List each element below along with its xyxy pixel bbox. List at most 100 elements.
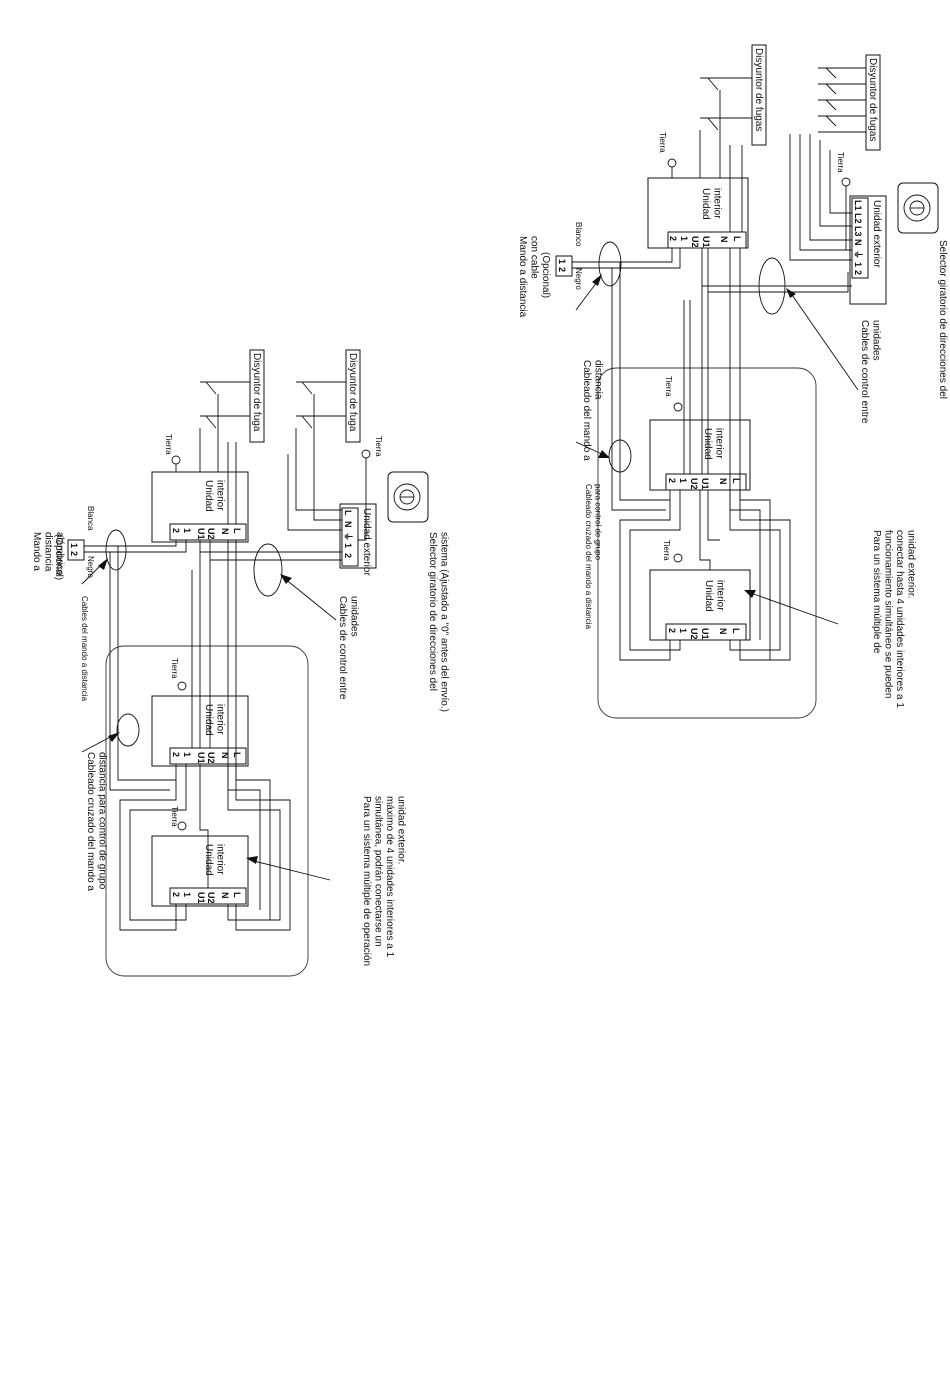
left-white-label: Blanca (86, 506, 95, 531)
svg-text:2: 2 (668, 236, 678, 241)
right-remote-name: Mando a distanciacon cable (517, 236, 540, 318)
left-remote-controller: 1 2 (67, 539, 110, 561)
right-wiring (590, 130, 852, 661)
svg-text:U2: U2 (690, 236, 700, 248)
svg-text:Tierra: Tierra (164, 434, 173, 455)
right-indoor-1-terminals: 2 1 U2 U1 N L (668, 236, 742, 248)
right-group-area (597, 367, 817, 719)
svg-text:2: 2 (557, 267, 567, 272)
svg-text:Unidadinterior: Unidadinterior (203, 480, 226, 512)
right-remote-cable-ellipse (598, 241, 622, 287)
svg-text:U2: U2 (206, 752, 216, 764)
svg-text:N: N (220, 892, 230, 899)
left-rotary-selector-icon (387, 471, 429, 523)
left-cross-cable-ellipse (116, 713, 140, 747)
svg-text:L1: L1 (853, 200, 863, 211)
svg-text:L: L (343, 510, 353, 516)
svg-text:U2: U2 (689, 478, 699, 490)
right-control-arrow (789, 291, 859, 391)
svg-text:1: 1 (678, 628, 688, 633)
svg-text:L: L (232, 528, 242, 534)
left-outdoor-unit: Unidad exterior L N ⏚ 1 2 (339, 503, 377, 576)
svg-text:U1: U1 (196, 752, 206, 764)
svg-text:N: N (853, 239, 863, 246)
svg-text:L2: L2 (853, 213, 863, 224)
left-ground-icon-3 (177, 681, 187, 691)
svg-text:U2: U2 (206, 528, 216, 540)
right-multi-note: Para un sistema múltiple defuncionamient… (871, 530, 917, 708)
left-multi-arrow (249, 859, 331, 881)
left-indoor-unit-1: Unidadinterior 2 1 U1 U2 N L (151, 471, 249, 543)
svg-text:Disyuntor de fugas: Disyuntor de fugas (753, 48, 764, 131)
svg-text:1: 1 (182, 528, 192, 533)
left-optional-label: (Opcional) (53, 534, 64, 580)
svg-text:U2: U2 (206, 892, 216, 904)
left-control-cables-label: Cables de control entreunidades (337, 596, 360, 700)
svg-text:Tierra: Tierra (836, 152, 845, 173)
svg-text:L: L (731, 478, 741, 484)
svg-text:Disyuntor de fuga: Disyuntor de fuga (347, 353, 358, 432)
svg-text:U1: U1 (196, 528, 206, 540)
svg-text:Unidad exterior: Unidad exterior (871, 200, 882, 268)
svg-text:2: 2 (667, 478, 677, 483)
svg-text:Disyuntor de fuga: Disyuntor de fuga (251, 353, 262, 432)
left-ground-icon-4 (177, 821, 187, 831)
svg-text:1: 1 (557, 259, 567, 264)
svg-text:L: L (232, 892, 242, 898)
left-control-cable-ellipse (253, 543, 283, 597)
svg-text:2: 2 (667, 628, 677, 633)
left-breaker-2: Disyuntor de fuga (296, 349, 361, 443)
left-indoor-unit-3: Unidadinterior 2 1 U1 U2 N L (151, 835, 249, 907)
svg-text:Unidad exterior: Unidad exterior (361, 508, 372, 576)
svg-text:2: 2 (171, 752, 181, 757)
right-cross-cable-ellipse (608, 439, 632, 473)
right-indoor-unit-1: Unidadinterior 2 1 U2 U1 N L (647, 177, 749, 249)
right-control-cable-ellipse (758, 257, 786, 315)
svg-text:L: L (731, 628, 741, 634)
right-cross-wiring-label: Cableado cruzado del mando a distanciapa… (584, 484, 603, 630)
svg-text:Tierra: Tierra (170, 658, 179, 679)
svg-text:1: 1 (853, 262, 863, 267)
svg-text:N: N (718, 628, 728, 635)
svg-text:Unidadinterior: Unidadinterior (203, 844, 226, 876)
right-remote-controller: 1 2 (555, 255, 590, 277)
left-group-area (105, 645, 309, 977)
svg-text:Disyuntor de fugas: Disyuntor de fugas (867, 58, 878, 141)
right-white-label: Blanco (574, 222, 583, 247)
right-breaker-1: Disyuntor de fugas (700, 44, 767, 146)
svg-text:Tierra: Tierra (658, 132, 667, 153)
right-ground-icon-2 (841, 177, 851, 187)
right-indoor-unit-2: Unidadinterior 2 1 U2 U1 N L (649, 419, 751, 491)
left-remote-cable-ellipse (105, 529, 127, 571)
svg-text:N: N (719, 236, 729, 243)
svg-text:⏚: ⏚ (343, 532, 353, 541)
right-ground-icon-1 (667, 158, 677, 168)
svg-text:1: 1 (678, 478, 688, 483)
svg-text:Unidadinterior: Unidadinterior (703, 580, 726, 612)
svg-text:L3: L3 (853, 226, 863, 237)
left-remote-name: Mando adistanciaalámbrico (31, 532, 65, 576)
svg-text:N: N (343, 521, 353, 528)
svg-text:1: 1 (182, 752, 192, 757)
right-optional-label: (Opcional) (540, 252, 551, 298)
svg-text:2: 2 (343, 553, 353, 558)
right-rotary-selector-icon (897, 182, 939, 234)
svg-text:1: 1 (679, 236, 689, 241)
svg-text:N: N (220, 752, 230, 759)
right-diagram: Unidadinterior 2 1 U2 U1 N L Unidadinter… (517, 44, 950, 719)
svg-text:Tierra: Tierra (170, 806, 179, 827)
left-multi-note: Para un sistema múltiple de operaciónsim… (361, 796, 407, 966)
left-cross-wiring-label: Cableado cruzado del mando adistancia pa… (85, 752, 108, 891)
right-remote-cables-label: Cableado del mando adistancia (581, 360, 604, 461)
left-wiring (109, 428, 367, 931)
svg-text:U2: U2 (689, 628, 699, 640)
svg-text:L: L (732, 236, 742, 242)
svg-text:1: 1 (343, 543, 353, 548)
left-selector-label: Selector giratorio de direcciones delsis… (427, 532, 450, 712)
svg-text:L: L (232, 752, 242, 758)
svg-text:2: 2 (69, 551, 79, 556)
svg-text:1: 1 (182, 892, 192, 897)
left-breaker-1: Disyuntor de fuga (200, 349, 265, 443)
left-control-arrow (283, 577, 337, 621)
